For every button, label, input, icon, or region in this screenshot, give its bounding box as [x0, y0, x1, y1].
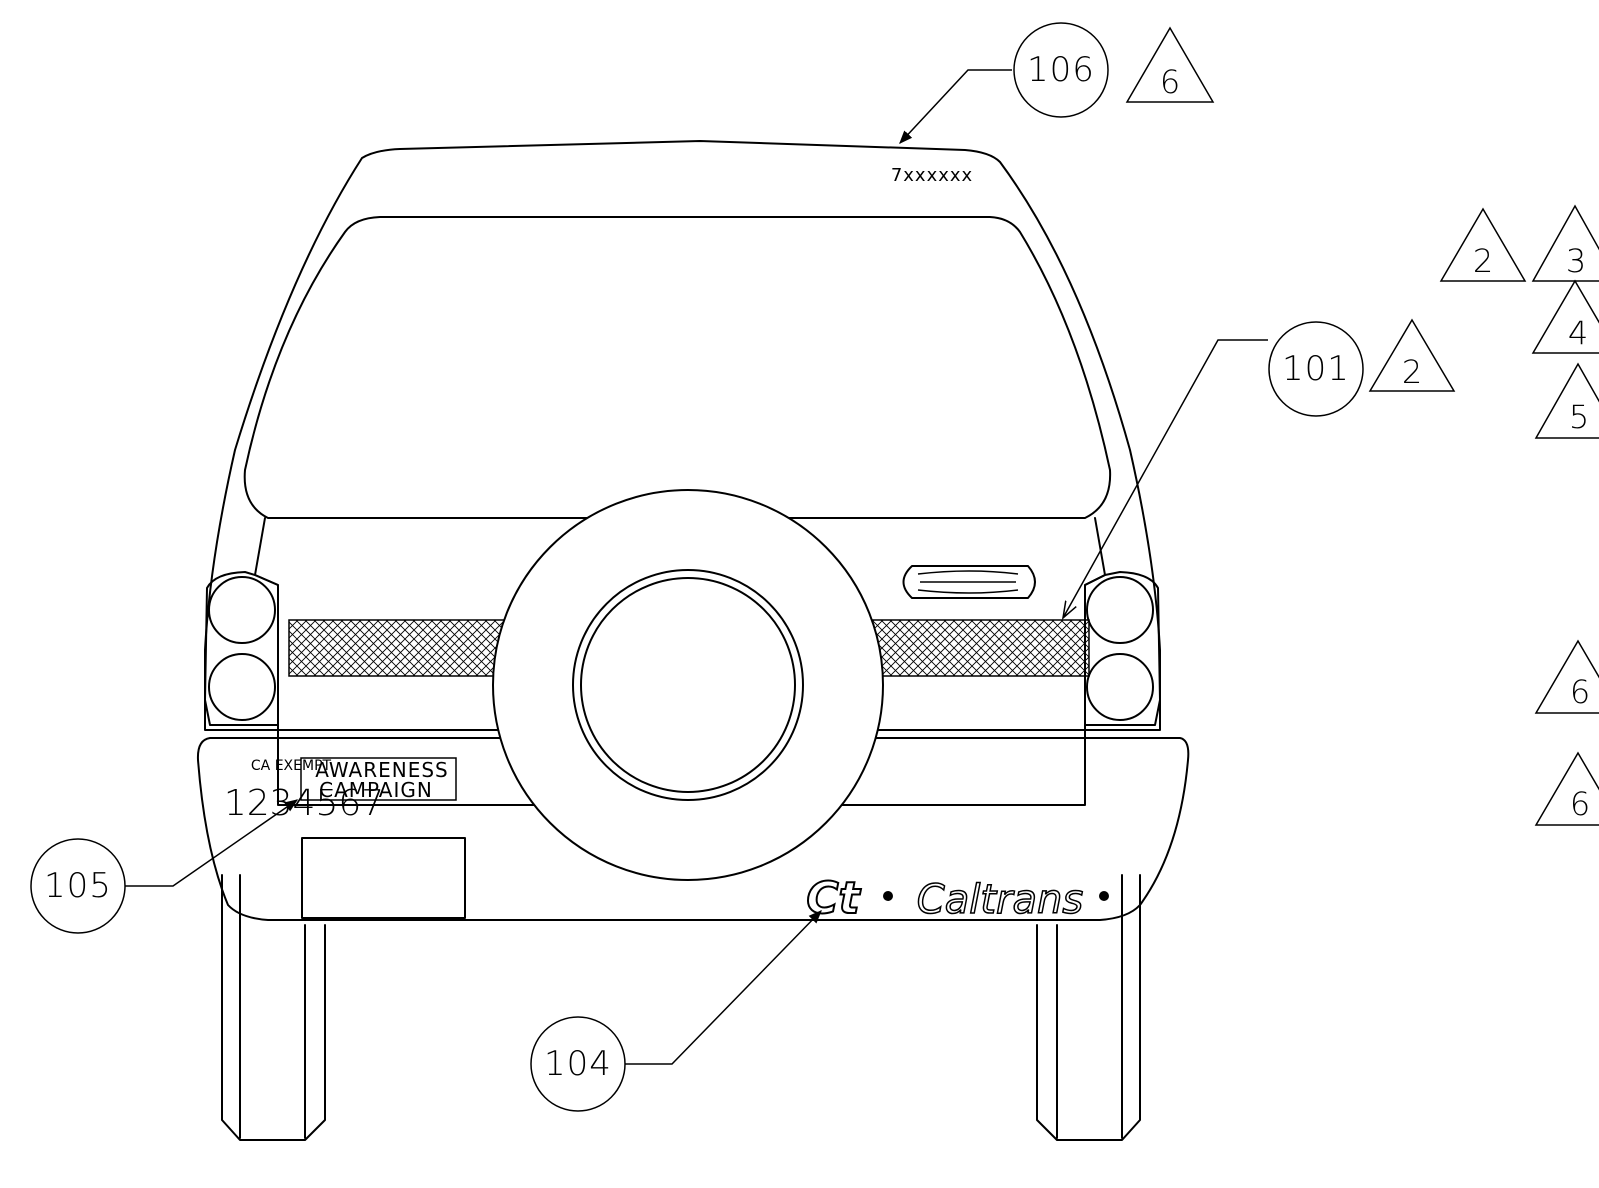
revision-triangle-side-b: 3 — [1531, 204, 1599, 282]
body-outline — [204, 140, 1161, 731]
license-plate-frame — [301, 837, 466, 919]
revision-triangle-101: 2 — [1368, 318, 1456, 392]
tail-light-housing-right — [1084, 571, 1161, 726]
plate-number: 1234567 — [224, 783, 384, 824]
callout-104-label: 104 — [544, 1044, 612, 1084]
revision-triangle-side-e: 6 — [1534, 639, 1599, 714]
leader-104 — [624, 910, 822, 1065]
tail-light-left-lower — [208, 653, 276, 721]
logo-word: Caltrans — [917, 877, 1083, 923]
tire-right — [1036, 874, 1141, 1141]
revision-triangle-side-d-label: 5 — [1569, 398, 1589, 436]
revision-triangle-side-f: 6 — [1534, 751, 1599, 826]
tail-light-right-upper — [1086, 576, 1154, 644]
tail-light-right-lower — [1086, 653, 1154, 721]
revision-triangle-side-a-label: 2 — [1473, 242, 1493, 280]
awareness-sticker — [300, 757, 457, 801]
rear-bumper — [196, 737, 1190, 921]
callout-106-label: 106 — [1027, 50, 1095, 90]
callout-101: 101 — [1268, 321, 1364, 417]
revision-triangle-side-f-label: 6 — [1570, 785, 1590, 823]
revision-triangle-106: 6 — [1125, 26, 1215, 103]
spare-tire — [492, 489, 884, 881]
awareness-line1: AWARENESS — [315, 758, 448, 782]
revision-triangle-106-label: 6 — [1160, 63, 1180, 101]
tail-light-housing-left — [204, 571, 279, 726]
logo-mark: Ct — [806, 873, 861, 924]
roof-line — [243, 216, 1112, 519]
awareness-line2: CAMPAIGN — [319, 778, 433, 802]
callout-104: 104 — [530, 1016, 626, 1112]
callout-101-label: 101 — [1282, 349, 1350, 389]
callout-106: 106 — [1013, 22, 1109, 118]
leader-105 — [123, 799, 299, 887]
revision-triangle-side-d: 5 — [1534, 362, 1599, 439]
revision-triangle-side-e-label: 6 — [1570, 673, 1590, 711]
roof-id-text: 7xxxxxx — [891, 165, 973, 186]
logo-dot-right — [1099, 891, 1109, 901]
plate-state-label: CA EXEMPT — [251, 758, 332, 774]
revision-triangle-side-b-label: 3 — [1566, 242, 1586, 280]
leader-101 — [1063, 339, 1268, 618]
door-handle — [902, 565, 1036, 599]
tail-light-left-upper — [208, 576, 276, 644]
revision-triangle-101-label: 2 — [1402, 353, 1422, 391]
revision-triangle-side-a: 2 — [1439, 207, 1527, 282]
leader-106 — [899, 69, 1012, 144]
revision-triangle-side-c-label: 4 — [1568, 314, 1588, 352]
revision-triangle-side-c: 4 — [1531, 279, 1599, 354]
tire-left — [221, 874, 326, 1141]
callout-105: 105 — [30, 838, 126, 934]
caltrans-logo: Ct Caltrans — [805, 872, 1109, 925]
logo-dot-left — [883, 891, 893, 901]
callout-105-label: 105 — [44, 866, 112, 906]
